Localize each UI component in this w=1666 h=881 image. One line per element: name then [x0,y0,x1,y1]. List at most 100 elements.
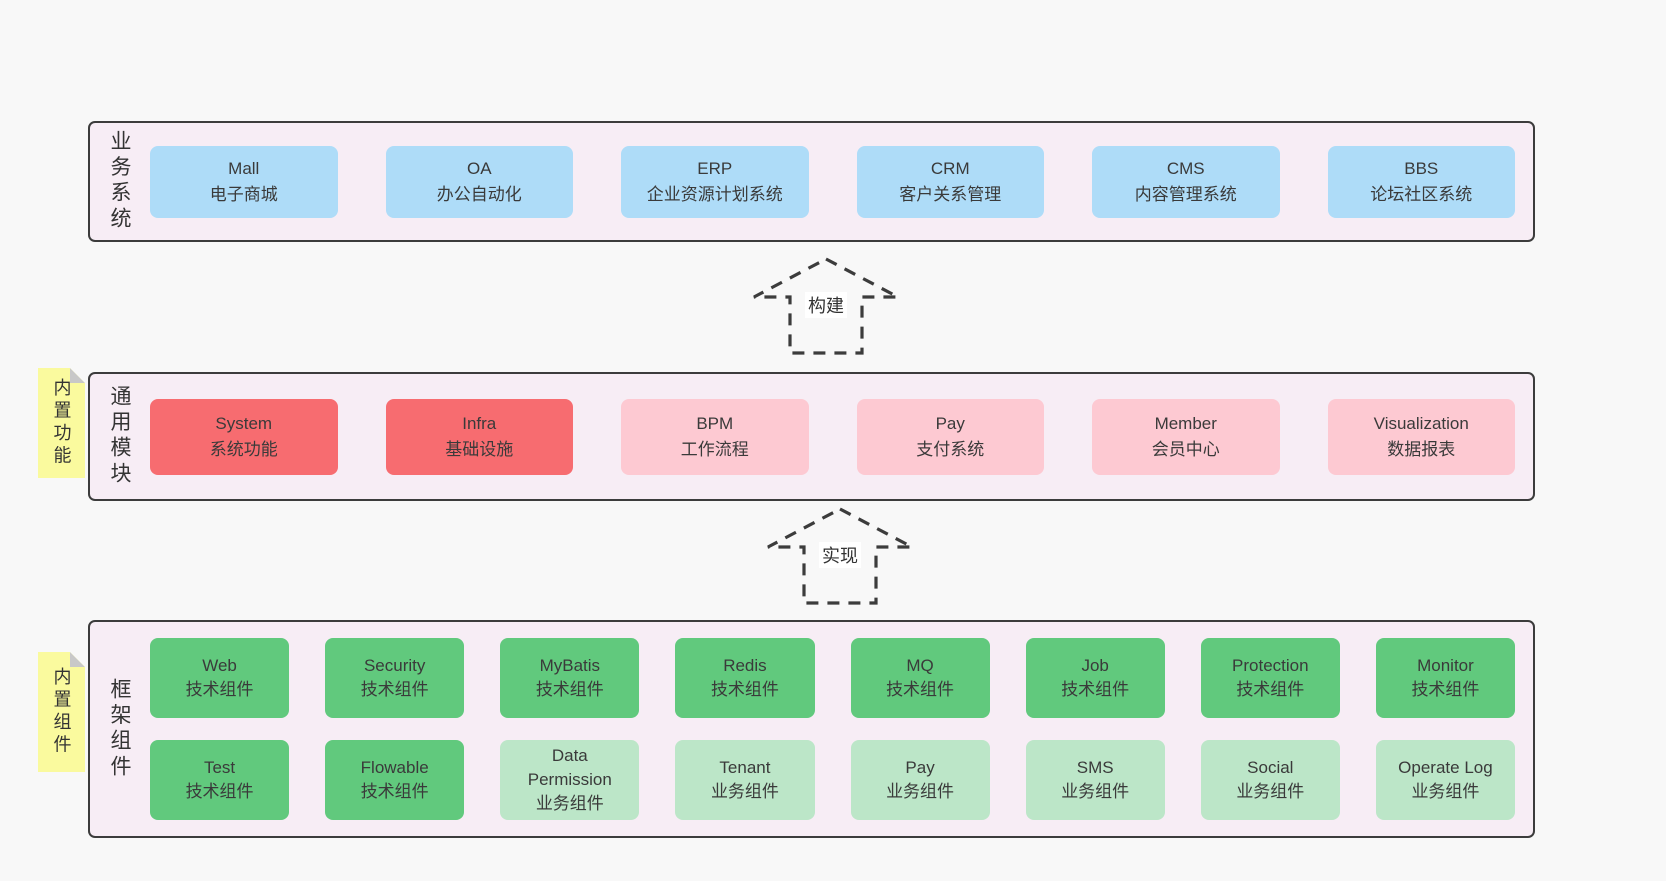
box-operate-log: Operate Log 业务组件 [1375,740,1515,820]
box-subtitle: 技术组件 [360,782,429,801]
box-subtitle: 技术组件 [886,680,955,699]
box-system: System 系统功能 [150,398,338,475]
sticky-label: 内置组件 [51,667,72,757]
box-title: Member [1154,414,1217,433]
box-title: ERP [697,159,733,178]
box-title: BPM [696,414,734,433]
box-cms: CMS 内容管理系统 [1092,145,1280,218]
box-visualization: Visualization 数据报表 [1327,398,1515,475]
box-security: Security 技术组件 [325,638,465,718]
box-mall: Mall 电子商城 [150,145,338,218]
box-title: Test [203,758,236,778]
box-title: Data Permission [527,746,612,790]
box-title: System [215,414,273,433]
box-title: Pay [935,414,965,433]
box-subtitle: 基础设施 [445,439,514,459]
box-member: Member 会员中心 [1092,398,1280,475]
box-flowable: Flowable 技术组件 [325,740,465,820]
box-web: Web 技术组件 [150,638,290,718]
layer-business-systems: 业务系统 Mall 电子商城 OA 办公自动化 ERP 企业资源计划系统 CRM… [88,121,1535,242]
up-arrow-icon [767,507,913,605]
box-subtitle: 数据报表 [1387,439,1456,459]
box-redis: Redis 技术组件 [675,638,815,718]
arrow-label: 实现 [819,542,861,568]
box-subtitle: 会员中心 [1151,439,1220,459]
modules-boxes-row: System 系统功能 Infra 基础设施 BPM 工作流程 Pay 支付系统… [150,398,1515,475]
box-infra: Infra 基础设施 [385,398,573,475]
box-title: Flowable [360,758,429,778]
framework-row-2: Test 技术组件 Flowable 技术组件 Data Permission … [150,740,1515,820]
box-subtitle: 业务组件 [1411,782,1480,801]
sticky-fold-corner [70,368,85,383]
box-job: Job 技术组件 [1025,638,1165,718]
layer-label: 框架组件 [108,677,131,781]
box-sms: SMS 业务组件 [1025,740,1165,820]
box-subtitle: 业务组件 [886,782,955,801]
framework-grid: Web 技术组件 Security 技术组件 MyBatis 技术组件 Redi… [150,638,1515,820]
box-title: Job [1081,656,1109,676]
layer-label: 业务系统 [108,130,131,233]
box-title: Security [363,656,426,676]
box-oa: OA 办公自动化 [385,145,573,218]
box-subtitle: 技术组件 [1061,680,1130,699]
box-mybatis: MyBatis 技术组件 [500,638,640,718]
box-subtitle: 技术组件 [710,680,779,699]
box-subtitle: 技术组件 [1411,680,1480,699]
box-subtitle: 技术组件 [535,680,604,699]
box-subtitle: 业务组件 [535,793,604,813]
box-pay-component: Pay 业务组件 [850,740,990,820]
box-pay-module: Pay 支付系统 [856,398,1044,475]
box-subtitle: 企业资源计划系统 [646,184,783,204]
box-subtitle: 业务组件 [1061,782,1130,801]
layer-label: 通用模块 [108,385,131,488]
box-mq: MQ 技术组件 [850,638,990,718]
sticky-note-builtin-components: 内置组件 [38,652,85,772]
box-title: Web [202,656,237,676]
box-subtitle: 业务组件 [1236,782,1305,801]
box-protection: Protection 技术组件 [1200,638,1340,718]
framework-row-1: Web 技术组件 Security 技术组件 MyBatis 技术组件 Redi… [150,638,1515,718]
box-subtitle: 技术组件 [360,680,429,699]
layer-framework-components: 框架组件 Web 技术组件 Security 技术组件 MyBatis 技术组件… [88,620,1535,838]
box-test: Test 技术组件 [150,740,290,820]
box-subtitle: 技术组件 [1236,680,1305,699]
box-bpm: BPM 工作流程 [621,398,809,475]
box-title: Visualization [1373,414,1469,433]
box-title: Mall [228,159,260,178]
box-bbs: BBS 论坛社区系统 [1327,145,1515,218]
box-title: CRM [930,159,970,178]
box-social: Social 业务组件 [1200,740,1340,820]
box-title: Social [1247,758,1294,778]
box-title: SMS [1076,758,1114,778]
box-subtitle: 电子商城 [209,184,278,204]
box-title: Monitor [1417,656,1474,676]
box-crm: CRM 客户关系管理 [856,145,1044,218]
box-erp: ERP 企业资源计划系统 [621,145,809,218]
box-title: Protection [1232,656,1309,676]
box-tenant: Tenant 业务组件 [675,740,815,820]
business-boxes-row: Mall 电子商城 OA 办公自动化 ERP 企业资源计划系统 CRM 客户关系… [150,145,1515,218]
layer-common-modules: 通用模块 System 系统功能 Infra 基础设施 BPM 工作流程 Pay… [88,372,1535,501]
box-subtitle: 论坛社区系统 [1370,184,1473,204]
box-subtitle: 业务组件 [710,782,779,801]
box-subtitle: 技术组件 [185,680,254,699]
box-monitor: Monitor 技术组件 [1375,638,1515,718]
arrow-build: 构建 [751,256,901,356]
box-title: CMS [1166,159,1205,178]
box-data-permission: Data Permission 业务组件 [500,740,640,820]
box-subtitle: 系统功能 [209,439,278,459]
arrow-label: 构建 [805,292,847,318]
box-subtitle: 客户关系管理 [899,184,1002,204]
box-subtitle: 技术组件 [185,782,254,801]
box-subtitle: 内容管理系统 [1134,184,1237,204]
sticky-fold-corner [70,652,85,667]
box-title: BBS [1404,159,1439,178]
box-title: Infra [462,414,497,433]
box-title: Pay [905,758,935,778]
box-subtitle: 工作流程 [680,439,749,459]
box-title: MyBatis [539,656,601,676]
sticky-note-builtin-features: 内置功能 [38,368,85,478]
box-subtitle: 支付系统 [916,439,985,459]
sticky-label: 内置功能 [51,378,72,468]
